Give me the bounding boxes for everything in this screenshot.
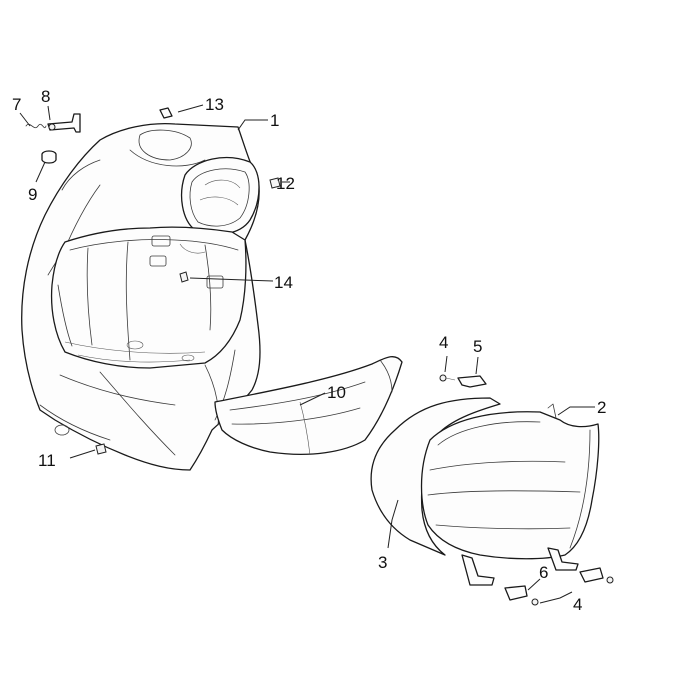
part-4-screws-bottom: [531, 576, 614, 606]
callout-12: 12: [276, 174, 295, 193]
callout-labels: 1 2 3 4 4 5 6 7 8 9 10 11 12 13 14: [12, 87, 606, 614]
part-5-bracket: [457, 375, 487, 388]
callout-5: 5: [473, 337, 482, 356]
part-8-latch-bracket: [47, 113, 81, 133]
part-3-storage-box-rear: [370, 397, 501, 556]
callout-4-top: 4: [439, 333, 448, 352]
leader-lines: [19, 104, 595, 604]
callout-9: 9: [28, 185, 37, 204]
part-11-screw: [95, 443, 107, 455]
callout-10: 10: [327, 383, 346, 402]
part-10-inner-trim-panel: [214, 356, 403, 456]
part-7-spring: [25, 123, 47, 129]
callout-7: 7: [12, 95, 21, 114]
part-13-clip: [159, 107, 173, 119]
callout-14: 14: [274, 273, 293, 292]
callout-1: 1: [270, 111, 279, 130]
callout-2: 2: [597, 398, 606, 417]
part-6-mounting-clips: [461, 547, 604, 601]
part-4-screw-top: [439, 374, 456, 382]
part-1-front-shield: [21, 122, 261, 471]
part-14-screw: [179, 271, 189, 283]
callout-3: 3: [378, 553, 387, 572]
callout-11: 11: [38, 451, 56, 470]
part-2-storage-box-front: [420, 403, 600, 560]
callout-6: 6: [539, 563, 548, 582]
callout-4-bottom: 4: [573, 595, 582, 614]
part-12-screw: [269, 177, 281, 189]
callout-8: 8: [41, 87, 50, 106]
callout-13: 13: [205, 95, 224, 114]
part-9-knob: [41, 150, 57, 164]
